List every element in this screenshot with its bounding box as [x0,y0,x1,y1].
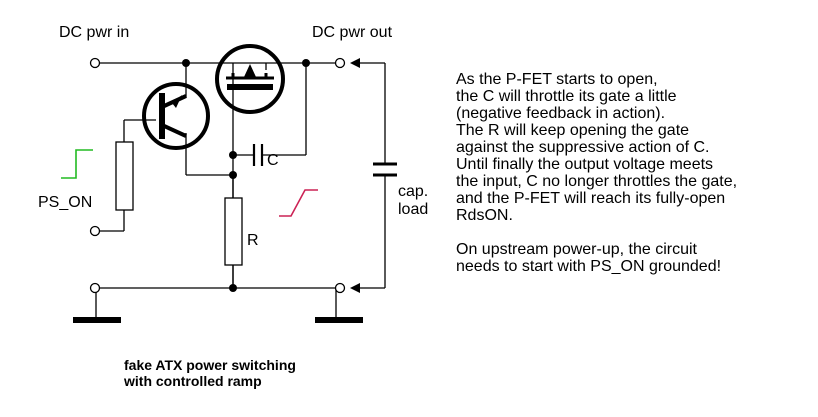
explanation-line: the C will throttle its gate a little [456,88,677,105]
pnp-transistor [142,82,210,150]
output-ramp-glyph [279,189,318,217]
explanation-line: Until finally the output voltage meets [456,156,714,173]
p-fet-transistor [215,44,285,114]
junction-dot [229,171,237,179]
ps-on-resistor [115,141,134,211]
ps-on-terminal [89,225,101,237]
diagram-caption: fake ATX power switching with controlled… [124,357,296,389]
cap-load-label-2: load [398,201,429,218]
explanation-spacer [456,224,737,241]
dc-out-label: DC pwr out [312,24,393,41]
res-r-label: R [247,232,259,249]
ps-on-step-glyph [61,149,93,179]
explanation-line: RdsON. [456,207,513,224]
load-capacitor [350,58,397,293]
caption-line-1: fake ATX power switching [124,357,296,373]
explanation-line: As the P-FET starts to open, [456,71,658,88]
junction-dot [229,284,237,292]
cap-load-label-1: cap. [398,183,429,200]
output-terminal [334,57,346,69]
junction-dot [182,59,190,67]
input-terminal [89,57,101,69]
ground-in-terminal [89,282,101,294]
explanation-line: against the suppressive action of C. [456,139,710,156]
junction-dot [229,151,237,159]
resistor-r [224,197,243,266]
explanation-line: and the P-FET will reach its fully-open [456,190,726,207]
explanation-line: the input, C no longer throttles the gat… [456,173,738,190]
ground-symbol-right [315,317,363,323]
capacitor-c [252,144,264,166]
ps-on-label: PS_ON [38,194,93,211]
ground-out-terminal [334,282,346,294]
caption-line-2: with controlled ramp [124,373,262,389]
explanation-text: As the P-FET starts to open, the C will … [456,71,737,275]
explanation-line: (negative feedback in action). [456,105,666,122]
explanation-line: The R will keep opening the gate [456,122,690,139]
ground-symbol-left [73,317,121,323]
junction-dot [302,59,310,67]
explanation-line: needs to start with PS_ON grounded! [456,258,722,275]
cap-c-label: C [267,152,279,169]
dc-in-label: DC pwr in [59,24,130,41]
explanation-line: On upstream power-up, the circuit [456,241,697,258]
